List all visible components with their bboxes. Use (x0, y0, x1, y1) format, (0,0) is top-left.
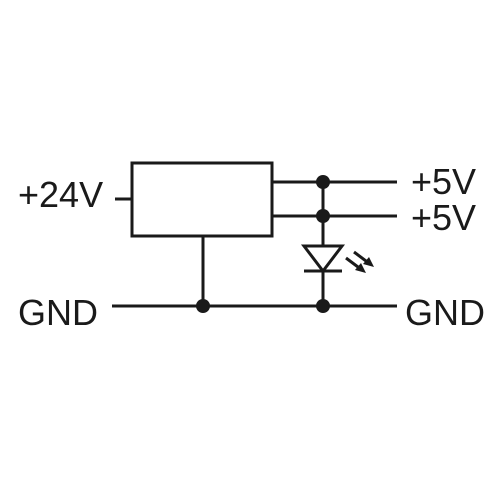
ground-label-left: GND (18, 292, 98, 333)
output-voltage-label-2: +5V (411, 197, 476, 238)
converter-block-icon (130, 161, 274, 238)
junction-output-1 (316, 175, 330, 189)
junction-ground-converter (196, 299, 210, 313)
output-voltage-label-1: +5V (411, 161, 476, 202)
junction-output-2 (316, 209, 330, 223)
light-emission-arrows-icon (345, 250, 374, 273)
junction-ground-led (316, 299, 330, 313)
led-icon (300, 244, 346, 274)
input-voltage-label: +24V (18, 174, 103, 215)
ground-label-right: GND (405, 292, 485, 333)
